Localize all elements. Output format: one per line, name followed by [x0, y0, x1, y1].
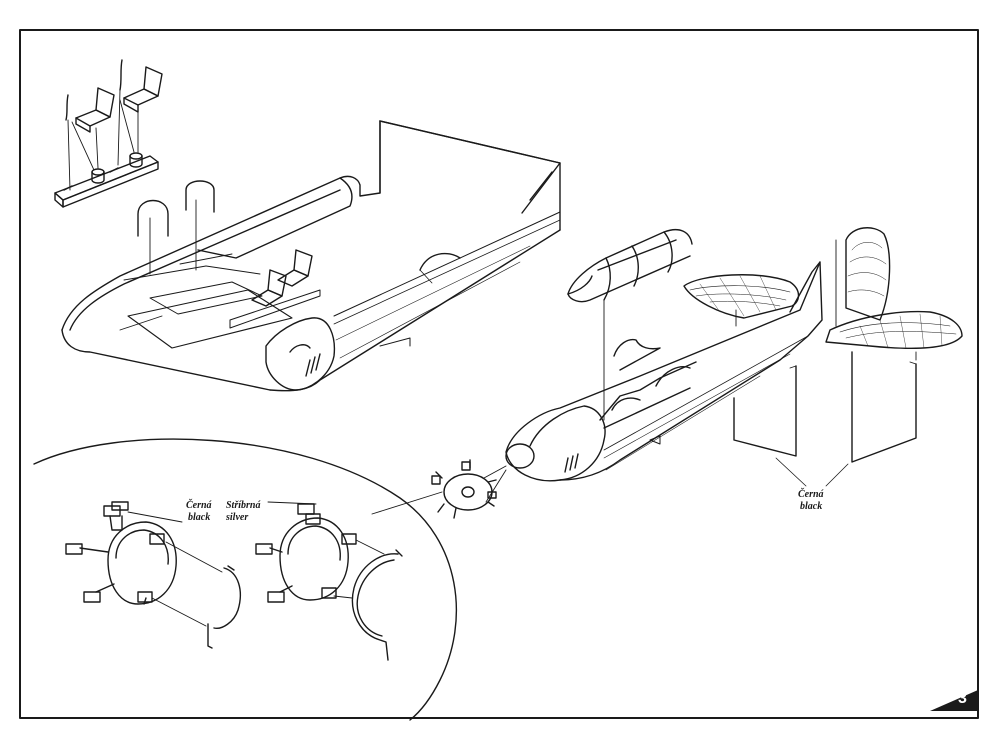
engine-small — [371, 459, 507, 519]
seat-mount — [129, 152, 143, 160]
stabilizer-left — [683, 274, 800, 327]
tail-panels — [733, 351, 917, 487]
engine-detail-left — [65, 501, 242, 649]
label-cz: Černá — [186, 500, 212, 511]
seat-part — [143, 66, 163, 97]
seat-part — [95, 87, 115, 118]
rudder-part — [835, 227, 891, 327]
label-black-tail: Černá black — [798, 489, 824, 513]
canopy-part — [567, 228, 693, 421]
label-en: black — [800, 501, 823, 512]
detail-callout — [33, 438, 457, 721]
bulkhead-part — [137, 199, 169, 237]
page-frame — [19, 29, 979, 719]
fuselage-half-interior — [61, 120, 561, 392]
fuselage-assembled — [505, 261, 823, 482]
label-black-engine: Černá black — [186, 500, 212, 524]
stabilizer-right — [825, 310, 963, 361]
label-cz: Černá — [798, 489, 824, 500]
label-silver-engine: Stříbrná silver — [226, 500, 260, 524]
seat-panel-group — [54, 59, 163, 208]
label-en: black — [188, 512, 211, 523]
label-en: silver — [226, 512, 249, 523]
engine-detail-right — [255, 501, 403, 661]
page-corner-tab — [930, 690, 978, 711]
page-number: 3 — [958, 690, 967, 707]
label-cz: Stříbrná — [226, 500, 261, 511]
cowling-opening — [505, 443, 535, 469]
